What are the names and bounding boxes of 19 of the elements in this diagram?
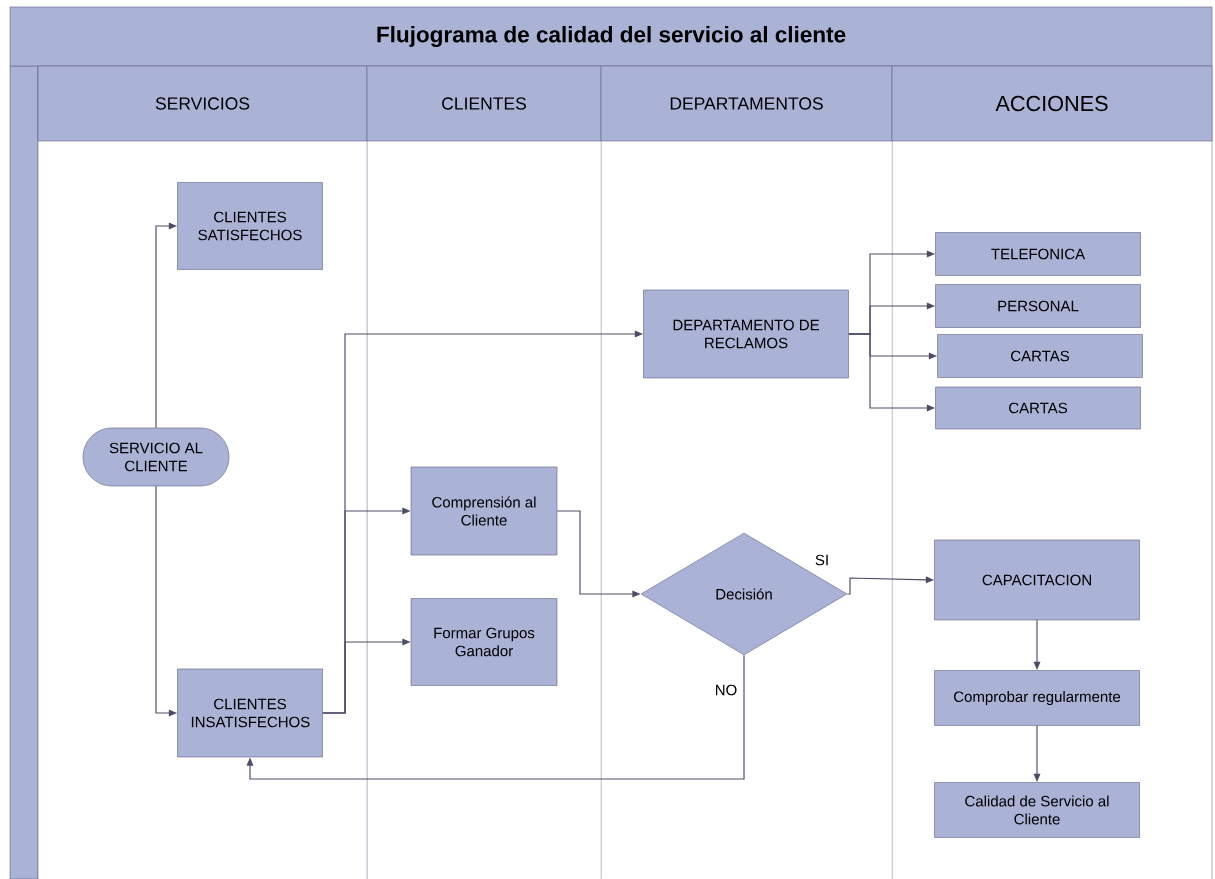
process-box: CAPACITACION [934, 539, 1140, 621]
process-box: CLIENTES SATISFECHOS [177, 182, 323, 270]
process-box: CARTAS [937, 334, 1143, 378]
lane-header: DEPARTAMENTOS [600, 65, 893, 142]
process-box: Comprensión al Cliente [410, 466, 558, 556]
edge-label: NO [713, 683, 739, 697]
process-box: TELEFONICA [935, 232, 1141, 276]
process-box: CARTAS [935, 386, 1141, 430]
process-box: CLIENTES INSATISFECHOS [177, 668, 323, 758]
lane-header: SERVICIOS [37, 65, 368, 142]
edge-label: SI [813, 553, 831, 567]
arrow [246, 654, 745, 780]
process-box: Comprobar regularmente [934, 670, 1140, 726]
lane-header: ACCIONES [891, 65, 1213, 142]
process-box: DEPARTAMENTO DE RECLAMOS [643, 289, 849, 379]
lane-header: CLIENTES [366, 65, 602, 142]
process-box: Calidad de Servicio al Cliente [934, 782, 1140, 838]
process-box: PERSONAL [935, 284, 1141, 328]
process-box: Formar Grupos Ganador [410, 598, 558, 686]
